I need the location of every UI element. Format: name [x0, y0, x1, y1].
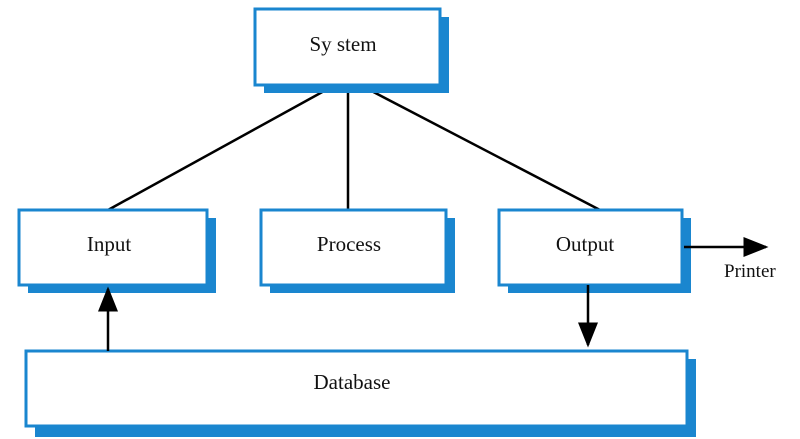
- system-node-label: Sy stem: [309, 32, 376, 56]
- printer-label: Printer: [724, 261, 776, 282]
- system-connectors: [107, 83, 601, 212]
- output-node: Output: [497, 208, 691, 293]
- database-node: Database: [24, 349, 696, 437]
- input-node: Input: [17, 208, 216, 293]
- database-node-label: Database: [314, 370, 391, 394]
- input-node-box: [17, 208, 209, 287]
- database-node-box: [24, 349, 689, 428]
- output-node-label: Output: [556, 232, 615, 256]
- process-node-box: [259, 208, 448, 287]
- input-node-label: Input: [87, 232, 131, 256]
- process-node-label: Process: [317, 232, 381, 256]
- output-node-box: [497, 208, 684, 287]
- process-node: Process: [259, 208, 455, 293]
- system-to-input-line: [107, 83, 336, 212]
- system-node-box: [253, 7, 442, 87]
- system-node: Sy stem: [253, 7, 449, 93]
- system-to-output-line: [359, 83, 601, 212]
